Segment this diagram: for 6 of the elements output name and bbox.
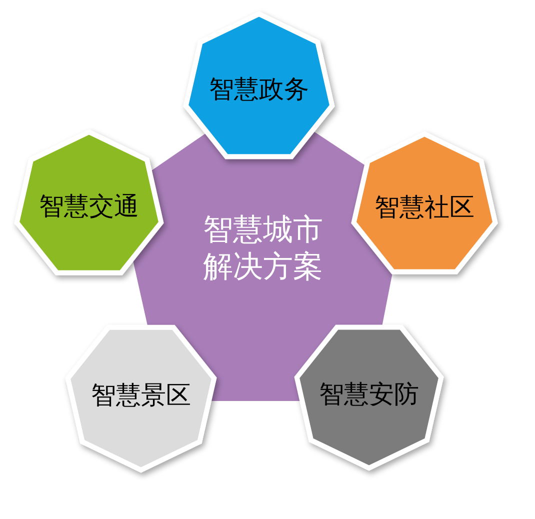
- node-label: 智慧安防: [319, 378, 419, 410]
- node-label: 智慧城市解决方案: [202, 211, 324, 286]
- node-label: 智慧景区: [91, 379, 191, 411]
- node-label: 智慧社区: [374, 190, 474, 222]
- node-label: 智慧政务: [209, 73, 309, 105]
- node-label: 智慧交通: [39, 190, 139, 222]
